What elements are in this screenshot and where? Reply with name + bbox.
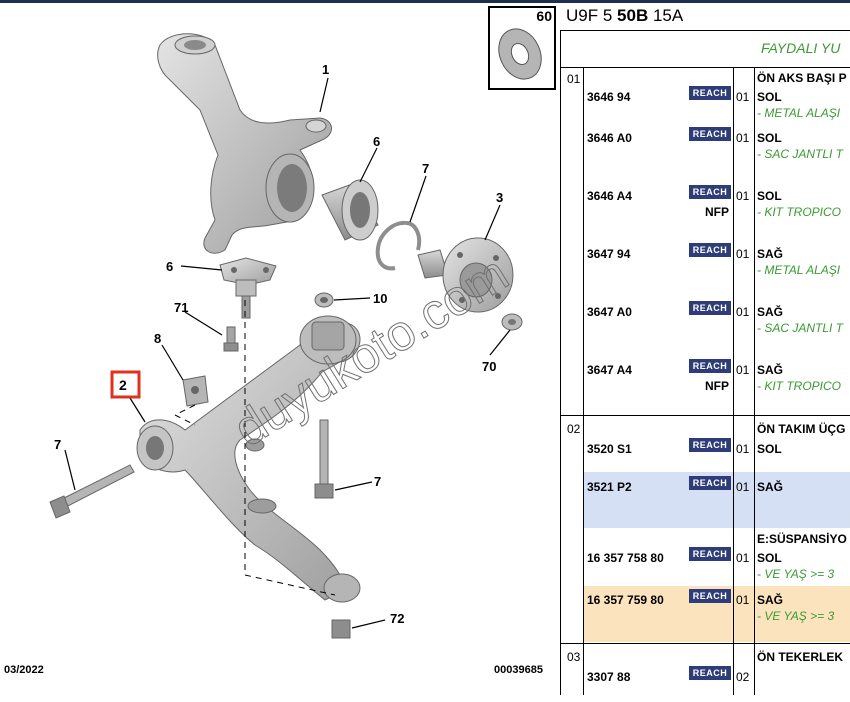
- callout-7-horizontal[interactable]: 7: [54, 437, 61, 452]
- table-header: FAYDALI YU: [561, 31, 850, 68]
- parts-table: FAYDALI YU 01 ÖN AKS BAŞI P 3646 94 REAC…: [560, 30, 850, 695]
- callout-72[interactable]: 72: [390, 611, 404, 626]
- callout-70[interactable]: 70: [482, 359, 496, 374]
- nut-10[interactable]: [314, 292, 334, 308]
- top-border: [0, 0, 850, 3]
- drawing-number: 00039685: [494, 664, 543, 676]
- group-01: 01 ÖN AKS BAŞI P 3646 94 REACH 01 SOL - …: [561, 67, 850, 422]
- group-03: 03 ÖN TEKERLEK 3307 88 REACH 02: [561, 643, 850, 696]
- subgroup-title: E:SÜSPANSİYO: [757, 532, 847, 546]
- callout-2[interactable]: 2: [119, 377, 127, 393]
- exploded-parts-diagram: 1 6 7 3 6 71 10 70 8 7 7 72 2 duyukoto.c…: [49, 33, 523, 639]
- column-divider: [583, 67, 584, 695]
- washer-icon: [498, 28, 542, 80]
- wheel-hub[interactable]: [417, 237, 514, 313]
- ball-joint[interactable]: [219, 257, 277, 319]
- leader-lines: [64, 77, 511, 629]
- callout-71[interactable]: 71: [174, 300, 188, 315]
- arm-bolt-vertical[interactable]: [314, 419, 334, 499]
- callout-8[interactable]: 8: [154, 331, 161, 346]
- nut-72[interactable]: [331, 619, 351, 639]
- ball-joint-bolt[interactable]: [223, 326, 239, 352]
- callout-6[interactable]: 6: [166, 259, 173, 274]
- washer-thumbnail[interactable]: 60: [488, 6, 556, 90]
- vehicle-reference: U9F 5 50B 15A: [566, 6, 684, 25]
- assembly-lines: [174, 300, 336, 596]
- column-divider: [754, 67, 755, 695]
- wheel-bearing[interactable]: [321, 179, 379, 241]
- diagram-date: 03/2022: [4, 664, 44, 676]
- callout-7-vertical[interactable]: 7: [374, 474, 381, 489]
- column-divider: [733, 67, 734, 695]
- callout-5[interactable]: 7: [422, 161, 429, 176]
- callout-1[interactable]: 1: [322, 62, 329, 77]
- steering-knuckle[interactable]: [157, 33, 332, 254]
- callout-4[interactable]: 6: [373, 134, 380, 149]
- group-02: 02 ÖN TAKIM ÜÇG 3520 S1 REACH 01 SOL 352…: [561, 415, 850, 668]
- thumbnail-number: 60: [536, 8, 552, 24]
- cage-nut[interactable]: [182, 375, 209, 407]
- hub-bolt[interactable]: [501, 313, 523, 331]
- selected-callout-box: [110, 370, 141, 399]
- callout-10[interactable]: 10: [373, 291, 387, 306]
- callout-3[interactable]: 3: [496, 190, 503, 205]
- circlip[interactable]: [375, 220, 422, 271]
- arm-bolt-horizontal[interactable]: [49, 464, 135, 519]
